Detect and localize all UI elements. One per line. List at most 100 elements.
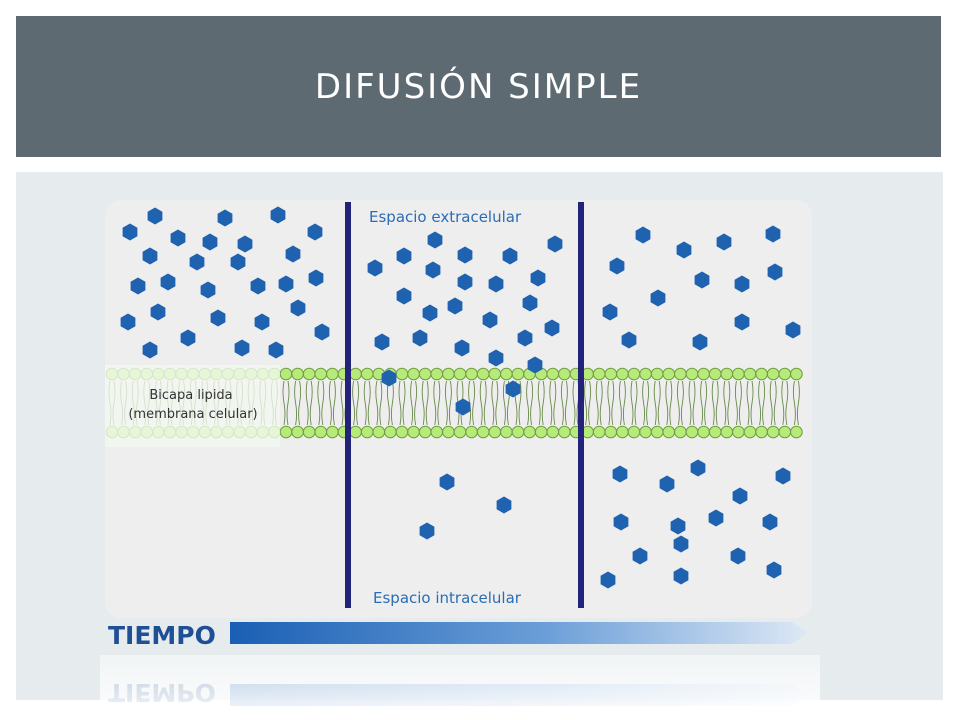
lipid-head	[279, 367, 293, 381]
molecule	[422, 304, 438, 322]
lipid-head	[790, 425, 803, 439]
molecule	[189, 253, 205, 271]
molecule	[254, 313, 270, 331]
molecule	[613, 513, 629, 531]
lipid-tail	[630, 380, 638, 426]
lipid-head	[732, 425, 745, 439]
lipid-tail	[549, 380, 557, 426]
intracellular-label: Espacio intracelular	[373, 589, 522, 607]
molecule	[732, 487, 748, 505]
lipid-tail	[294, 380, 302, 426]
molecule	[496, 496, 512, 514]
molecule	[419, 522, 435, 540]
molecule	[547, 235, 563, 253]
molecule	[505, 380, 521, 398]
lipid-head	[395, 367, 409, 381]
lipid-head	[720, 367, 734, 381]
lipid-tail	[792, 380, 800, 426]
lipid-tail	[781, 380, 789, 426]
molecule	[488, 349, 504, 367]
molecule	[374, 333, 390, 351]
lipid-tail	[305, 380, 313, 426]
molecule	[502, 247, 518, 265]
molecule	[142, 341, 158, 359]
molecule	[234, 339, 250, 357]
molecule	[270, 206, 286, 224]
lipid-head	[430, 425, 444, 439]
lipid-tail	[479, 380, 487, 426]
lipid-head	[488, 425, 502, 439]
lipid-head	[500, 367, 513, 381]
molecule	[609, 257, 625, 275]
molecule	[635, 226, 651, 244]
molecule	[612, 465, 628, 483]
lipid-tail	[328, 380, 336, 426]
lipid-head	[430, 367, 444, 381]
lipid-head	[627, 367, 641, 381]
lipid-head	[302, 367, 316, 381]
membrane-label-line1: Bicapa lipida	[149, 388, 232, 403]
molecule	[454, 339, 470, 357]
lipid-head	[523, 425, 536, 439]
divider-right	[578, 202, 584, 608]
lipid-head	[616, 367, 629, 381]
molecule	[210, 309, 226, 327]
molecule	[734, 275, 750, 293]
lipid-head	[511, 367, 525, 381]
lipid-head	[743, 367, 757, 381]
lipid-tail	[653, 380, 661, 426]
lipid-head	[453, 425, 467, 439]
lipid-head	[511, 425, 525, 439]
lipid-tail	[758, 380, 766, 426]
lipid-tail	[665, 380, 673, 426]
lipid-tail	[386, 380, 394, 426]
lipid-head	[604, 425, 618, 439]
lipid-head	[592, 367, 606, 381]
molecule	[122, 223, 138, 241]
molecule	[692, 333, 708, 351]
lipid-tail	[746, 380, 754, 426]
molecule	[147, 207, 163, 225]
lipid-head	[360, 367, 374, 381]
molecule	[250, 277, 266, 295]
molecule	[381, 369, 397, 387]
molecule	[150, 303, 166, 321]
molecule	[716, 233, 732, 251]
lipid-head	[674, 425, 687, 439]
molecule	[200, 281, 216, 299]
lipid-head	[755, 425, 768, 439]
molecule	[766, 561, 782, 579]
lipid-head	[349, 367, 362, 381]
molecule	[517, 329, 533, 347]
lipid-head	[360, 425, 374, 439]
lipid-head	[488, 367, 502, 381]
lipid-tail	[421, 380, 429, 426]
lipid-head	[674, 367, 687, 381]
lipid-head	[685, 367, 699, 381]
lipid-head	[650, 425, 664, 439]
lipid-head	[732, 367, 745, 381]
molecule	[455, 398, 471, 416]
lipid-tail	[352, 380, 360, 426]
lipid-head	[604, 367, 618, 381]
lipid-head	[708, 425, 722, 439]
molecules-group	[120, 206, 801, 589]
lipid-tail	[375, 380, 383, 426]
membrane-label-line2: (membrana celular)	[128, 407, 257, 422]
lipid-head	[372, 425, 386, 439]
molecule	[142, 247, 158, 265]
molecule	[621, 331, 637, 349]
molecule	[544, 319, 560, 337]
lipid-head	[778, 425, 792, 439]
time-label: TIEMPO	[108, 621, 216, 650]
lipid-head	[720, 425, 734, 439]
lipid-tail	[642, 380, 650, 426]
lipid-tail	[711, 380, 719, 426]
molecule	[278, 275, 294, 293]
lipid-head	[442, 425, 455, 439]
lipid-tail	[595, 380, 603, 426]
lipid-head	[418, 425, 432, 439]
molecule	[307, 223, 323, 241]
molecule	[694, 271, 710, 289]
molecule	[427, 231, 443, 249]
